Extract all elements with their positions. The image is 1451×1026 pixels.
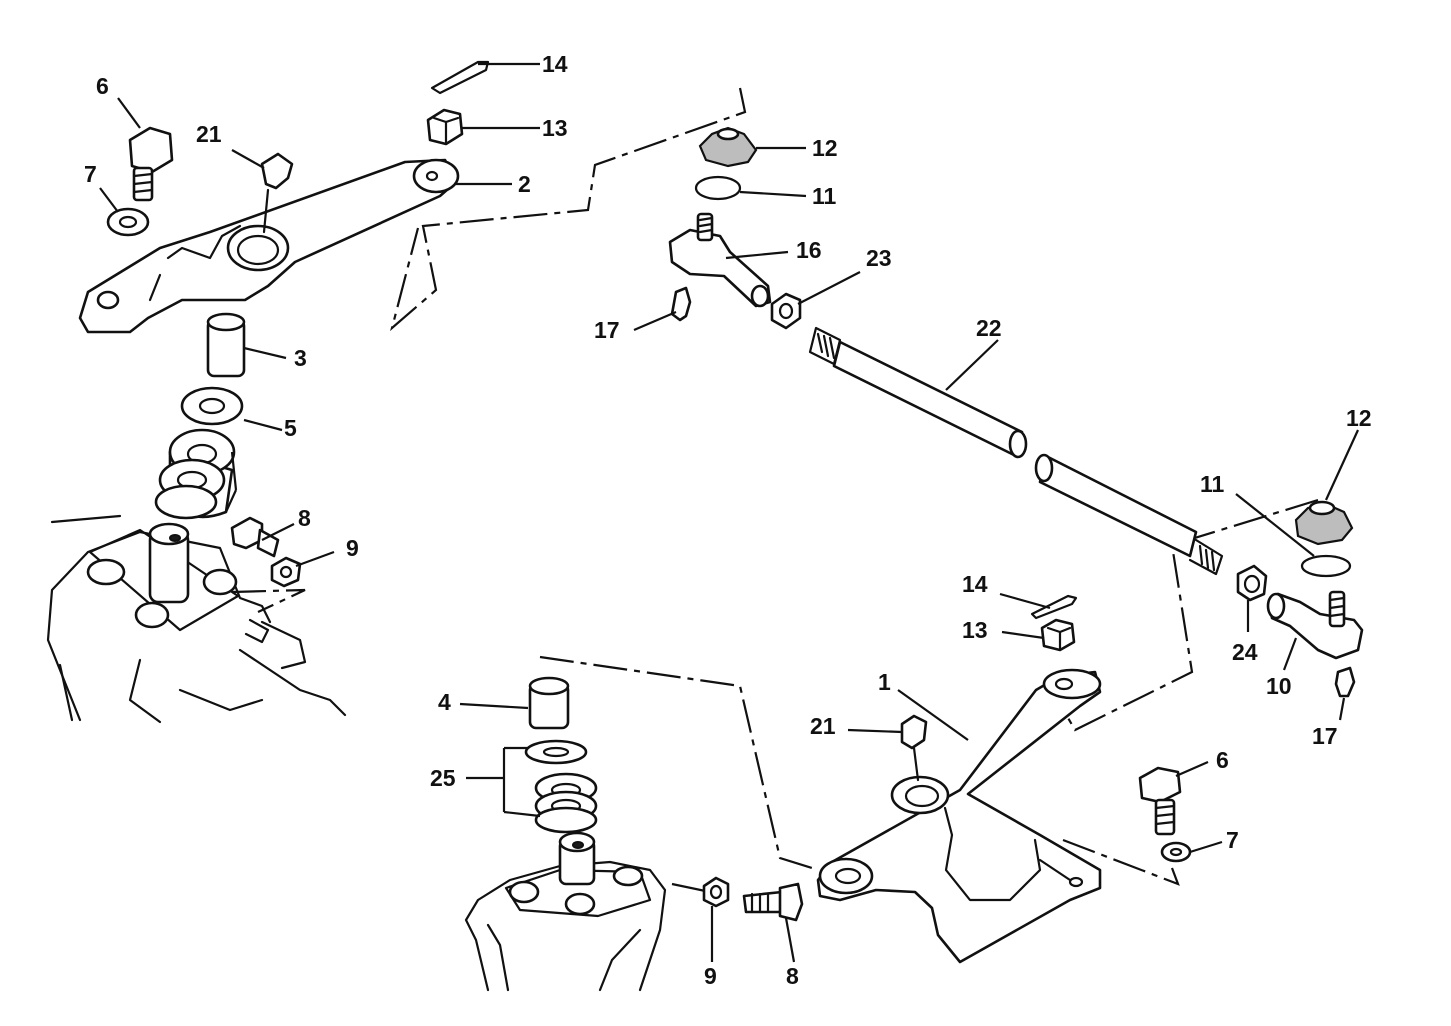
tie-rod-end-right xyxy=(1266,590,1364,660)
callout-11-lower: 11 xyxy=(1200,471,1225,497)
callout-14-lower: 14 xyxy=(962,571,988,597)
bushing-lower xyxy=(528,676,570,730)
cotter-pin-lower xyxy=(1030,594,1078,620)
grease-fitting-right xyxy=(1334,666,1356,698)
seal-washer-stack-lower xyxy=(524,739,598,834)
callout-3: 3 xyxy=(294,345,307,371)
callout-8-lower: 8 xyxy=(786,963,799,989)
steering-gear-upper xyxy=(46,514,347,724)
callout-9-upper: 9 xyxy=(346,535,359,561)
callout-6-lower: 6 xyxy=(1216,747,1229,773)
callout-10: 10 xyxy=(1266,673,1292,699)
callout-11-upper: 11 xyxy=(812,183,837,209)
lock-washer-upper xyxy=(106,207,150,237)
callout-23: 23 xyxy=(866,245,892,271)
callout-24: 24 xyxy=(1232,639,1258,665)
callout-16: 16 xyxy=(796,237,822,263)
seal-washer-stack-upper xyxy=(154,386,244,520)
lock-washer-lower xyxy=(1160,841,1192,863)
leader-lines xyxy=(99,62,1360,963)
callout-5: 5 xyxy=(284,415,297,441)
grease-fitting-left xyxy=(670,286,692,322)
callout-14-upper: 14 xyxy=(542,51,568,77)
callout-17-upper: 17 xyxy=(594,317,620,343)
cotter-pin-upper xyxy=(430,60,490,95)
callout-9-lower: 9 xyxy=(704,963,717,989)
callout-13-upper: 13 xyxy=(542,115,568,141)
callout-7-upper: 7 xyxy=(84,161,97,187)
grease-zerk-lower xyxy=(900,714,928,782)
callout-labels: 14 13 2 6 21 7 3 5 8 9 12 11 16 23 17 22… xyxy=(84,51,1372,989)
callout-8-upper: 8 xyxy=(298,505,311,531)
spring-clip-lower xyxy=(1300,554,1352,578)
callout-25: 25 xyxy=(430,765,456,791)
callout-6-upper: 6 xyxy=(96,73,109,99)
grease-zerk-upper xyxy=(260,152,294,234)
callout-2: 2 xyxy=(518,171,531,197)
tie-rod-tube xyxy=(808,326,1224,576)
hex-bolt-upper xyxy=(128,126,174,202)
jam-nut-left xyxy=(770,292,802,330)
mounting-bolt-lower xyxy=(742,882,804,922)
callout-13-lower: 13 xyxy=(962,617,988,643)
idler-arm xyxy=(816,668,1102,964)
mounting-bolt-upper xyxy=(230,516,280,558)
castle-nut-lower xyxy=(1040,618,1076,652)
hex-bolt-lower xyxy=(1138,766,1182,836)
pitman-arm xyxy=(78,158,460,334)
callout-7-lower: 7 xyxy=(1226,827,1239,853)
callout-12-lower: 12 xyxy=(1346,405,1372,431)
callout-1: 1 xyxy=(878,669,891,695)
spring-clip-upper xyxy=(694,175,742,201)
steering-gear-lower xyxy=(464,831,667,992)
assembly-lines xyxy=(231,87,1319,894)
tie-rod-end-left xyxy=(668,212,772,308)
castle-nut-upper xyxy=(426,108,464,146)
dust-boot-upper xyxy=(698,126,758,168)
dust-boot-lower xyxy=(1294,500,1354,546)
callout-22: 22 xyxy=(976,315,1002,341)
bushing-upper xyxy=(206,312,246,378)
callout-21-lower: 21 xyxy=(810,713,836,739)
callout-4: 4 xyxy=(438,689,451,715)
hex-nut-upper xyxy=(270,556,302,588)
callout-17-lower: 17 xyxy=(1312,723,1338,749)
jam-nut-right xyxy=(1236,564,1268,602)
callout-12-upper: 12 xyxy=(812,135,838,161)
callout-21-upper: 21 xyxy=(196,121,222,147)
hex-nut-lower xyxy=(702,876,730,908)
